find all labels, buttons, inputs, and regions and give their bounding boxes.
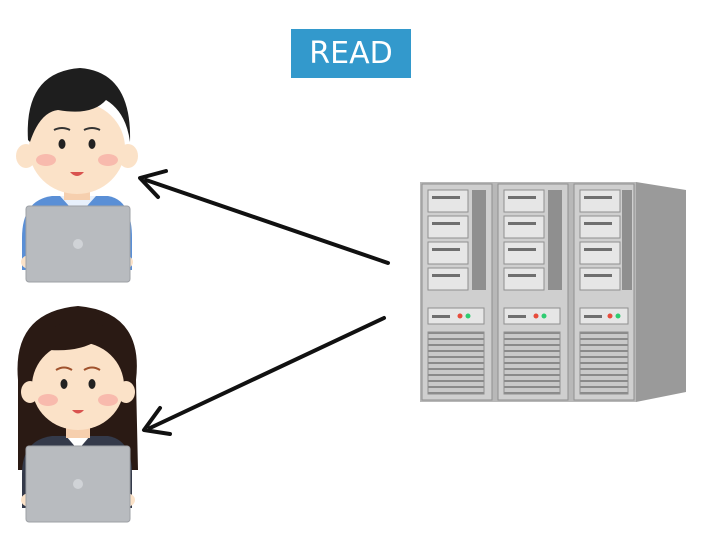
arrow-left-icon <box>142 316 386 436</box>
laptop-icon <box>25 205 131 283</box>
server-rack-icon <box>420 182 686 402</box>
laptop-icon <box>25 445 131 523</box>
read-label: READ <box>291 29 411 78</box>
arrow-left-icon <box>138 169 390 265</box>
